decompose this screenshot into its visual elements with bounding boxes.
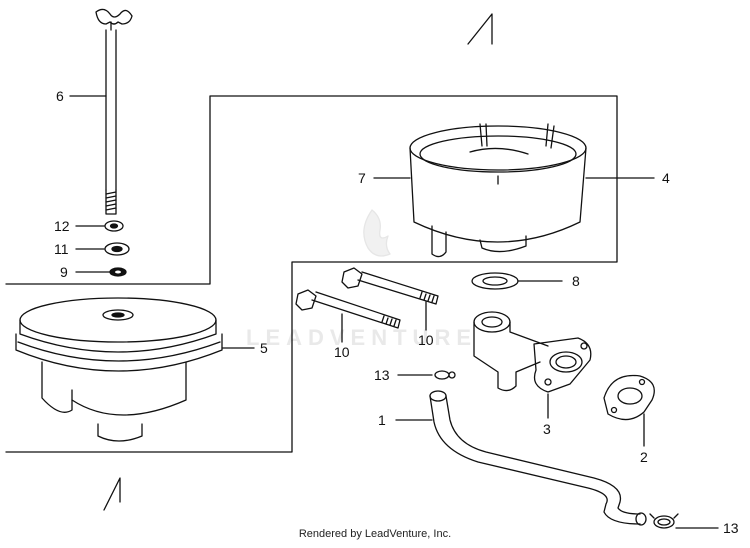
bolt-part-10-lower [295, 289, 401, 329]
callout-13-lower: 13 [723, 520, 739, 536]
clip-part-13-upper [434, 370, 456, 380]
callout-10-right: 10 [418, 332, 434, 348]
callout-1: 1 [378, 412, 386, 428]
gasket-plate-part-2 [603, 374, 655, 421]
footer-credit: Rendered by LeadVenture, Inc. [298, 528, 452, 540]
air-cleaner-cover-part-5 [15, 297, 223, 442]
bolt-part-10-upper [341, 267, 439, 305]
gasket-part-8 [471, 272, 519, 290]
breather-tube-part-1 [429, 390, 647, 526]
watermark-logo: LEADVENTURE [246, 209, 477, 350]
callout-9: 9 [60, 264, 68, 280]
nut-part-12 [104, 220, 124, 232]
callout-5: 5 [260, 340, 268, 356]
leader-lines [69, 95, 719, 529]
upper-assembly-boundary [5, 95, 618, 453]
direction-arrow-bottom [103, 477, 121, 511]
direction-arrow-top [467, 13, 493, 45]
element-case-part-7 [409, 123, 587, 258]
clamp-part-13-lower [649, 513, 679, 529]
seal-part-9 [109, 267, 127, 277]
watermark-text: LEADVENTURE [246, 325, 477, 350]
callout-8: 8 [572, 273, 580, 289]
callout-6: 6 [56, 88, 64, 104]
intake-elbow-part-3 [473, 311, 592, 393]
callout-12: 12 [54, 218, 70, 234]
callout-numbers: 6 12 11 9 5 7 4 8 10 10 13 1 3 2 13 [54, 88, 739, 536]
callout-2: 2 [640, 449, 648, 465]
callout-13-upper: 13 [374, 367, 390, 383]
callout-4: 4 [662, 170, 670, 186]
washer-part-11 [104, 242, 130, 256]
callout-11: 11 [54, 241, 69, 257]
callout-3: 3 [543, 421, 551, 437]
wing-bolt-part-6 [95, 8, 133, 215]
callout-10-left: 10 [334, 344, 350, 360]
callout-7: 7 [358, 170, 366, 186]
